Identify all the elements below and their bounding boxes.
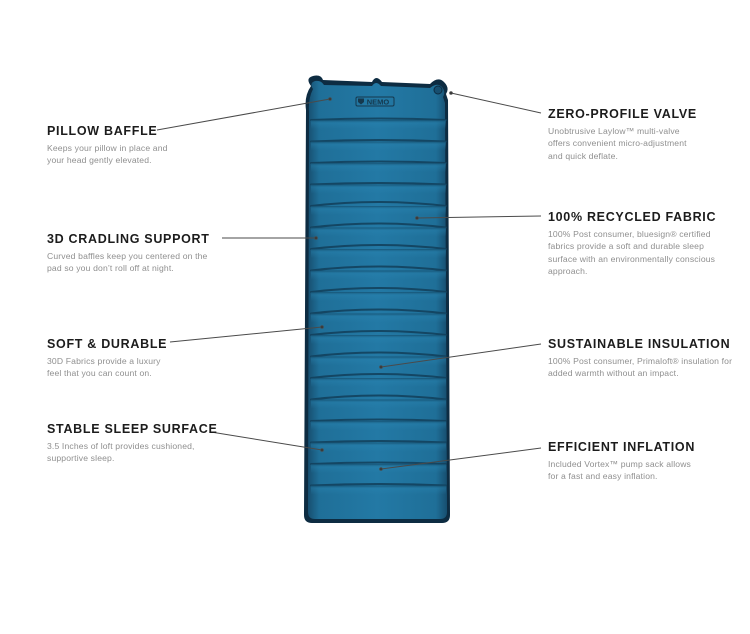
feature-title: 100% RECYCLED FABRIC bbox=[548, 210, 717, 224]
feature-title: STABLE SLEEP SURFACE bbox=[47, 422, 218, 436]
feature-description: Curved baffles keep you centered on the … bbox=[47, 251, 208, 274]
feature-description: 3.5 Inches of loft provides cushioned, s… bbox=[47, 441, 195, 464]
feature-title: ZERO-PROFILE VALVE bbox=[548, 107, 697, 121]
feature-title: EFFICIENT INFLATION bbox=[548, 440, 696, 454]
feature-zero-profile-valve: ZERO-PROFILE VALVE Unobtrusive Laylow™ m… bbox=[548, 106, 748, 162]
feature-description: 100% Post consumer, bluesign® certified … bbox=[548, 229, 716, 277]
feature-description: Unobtrusive Laylow™ multi-valve offers c… bbox=[548, 126, 687, 161]
feature-description: Included Vortex™ pump sack allows for a … bbox=[548, 459, 691, 482]
feature-title: SUSTAINABLE INSULATION bbox=[548, 337, 731, 351]
feature-efficient-inflation: EFFICIENT INFLATION Included Vortex™ pum… bbox=[548, 439, 748, 483]
svg-text:NEMO: NEMO bbox=[367, 98, 390, 107]
feature-title: 3D CRADLING SUPPORT bbox=[47, 232, 210, 246]
feature-soft-durable: SOFT & DURABLE 30D Fabrics provide a lux… bbox=[47, 336, 227, 380]
valve-icon bbox=[433, 85, 443, 95]
feature-description: 30D Fabrics provide a luxury feel that y… bbox=[47, 356, 161, 379]
feature-3d-cradling-support: 3D CRADLING SUPPORT Curved baffles keep … bbox=[47, 231, 227, 275]
feature-recycled-fabric: 100% RECYCLED FABRIC 100% Post consumer,… bbox=[548, 209, 748, 278]
feature-stable-sleep-surface: STABLE SLEEP SURFACE 3.5 Inches of loft … bbox=[47, 421, 227, 465]
feature-title: PILLOW BAFFLE bbox=[47, 124, 158, 138]
feature-pillow-baffle: PILLOW BAFFLE Keeps your pillow in place… bbox=[47, 123, 227, 167]
feature-sustainable-insulation: SUSTAINABLE INSULATION 100% Post consume… bbox=[548, 336, 748, 380]
feature-description: Keeps your pillow in place and your head… bbox=[47, 143, 168, 166]
brand-logo: NEMO bbox=[355, 96, 395, 107]
feature-description: 100% Post consumer, Primaloft® insulatio… bbox=[548, 356, 733, 379]
feature-title: SOFT & DURABLE bbox=[47, 337, 168, 351]
